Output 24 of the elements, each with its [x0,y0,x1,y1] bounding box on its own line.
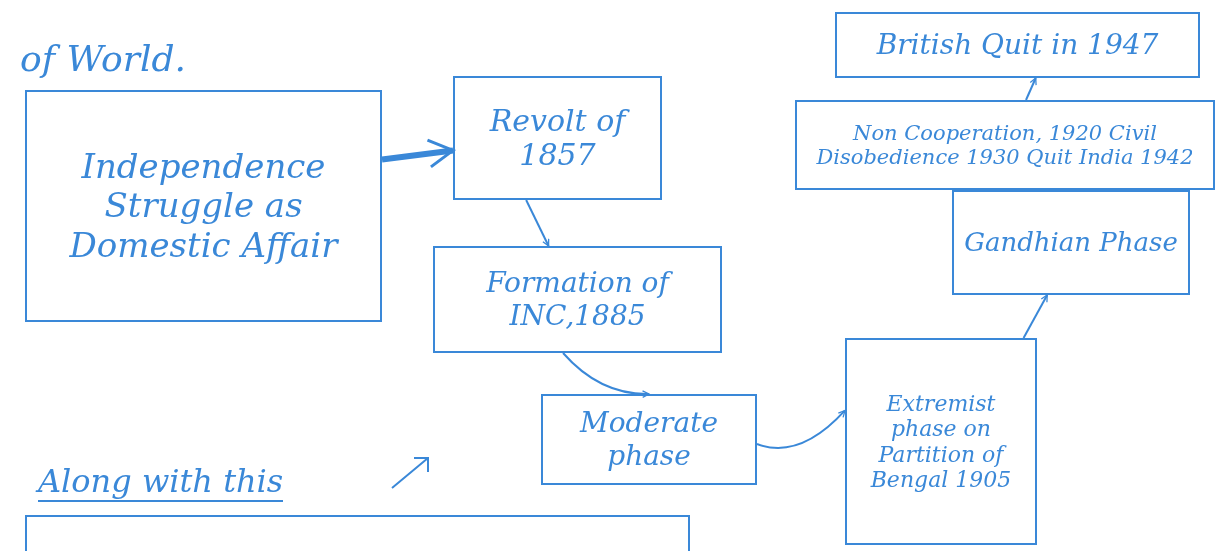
process-box [433,246,722,353]
node-text: Formation of INC,1885 [439,267,716,332]
node-text: Revolt of 1857 [459,103,656,173]
process-box [795,100,1215,190]
arrow [756,409,846,449]
arrow [1022,294,1049,339]
process-box [952,190,1190,295]
node-text: British Quit in 1947 [876,28,1159,62]
process-box [541,394,757,485]
node-text: Gandhian Phase [964,227,1178,258]
arrow [1025,77,1037,101]
process-box [835,12,1200,78]
partial-box [25,515,690,551]
note-text: of World. [20,38,186,79]
node-text: Independence Struggle as Domestic Affair [68,147,340,265]
node-text: Non Cooperation, 1920 Civil Disobedience 1930 Quit India 1942 [815,120,1195,170]
arrow [381,138,455,169]
process-box [845,338,1037,545]
node-text: Moderate phase [578,407,719,472]
process-box [25,90,382,322]
node-text: Extremist phase on Partition of Bengal 1905 [869,390,1013,493]
arrow [525,199,550,247]
arrow [562,352,650,398]
process-box [453,76,662,200]
